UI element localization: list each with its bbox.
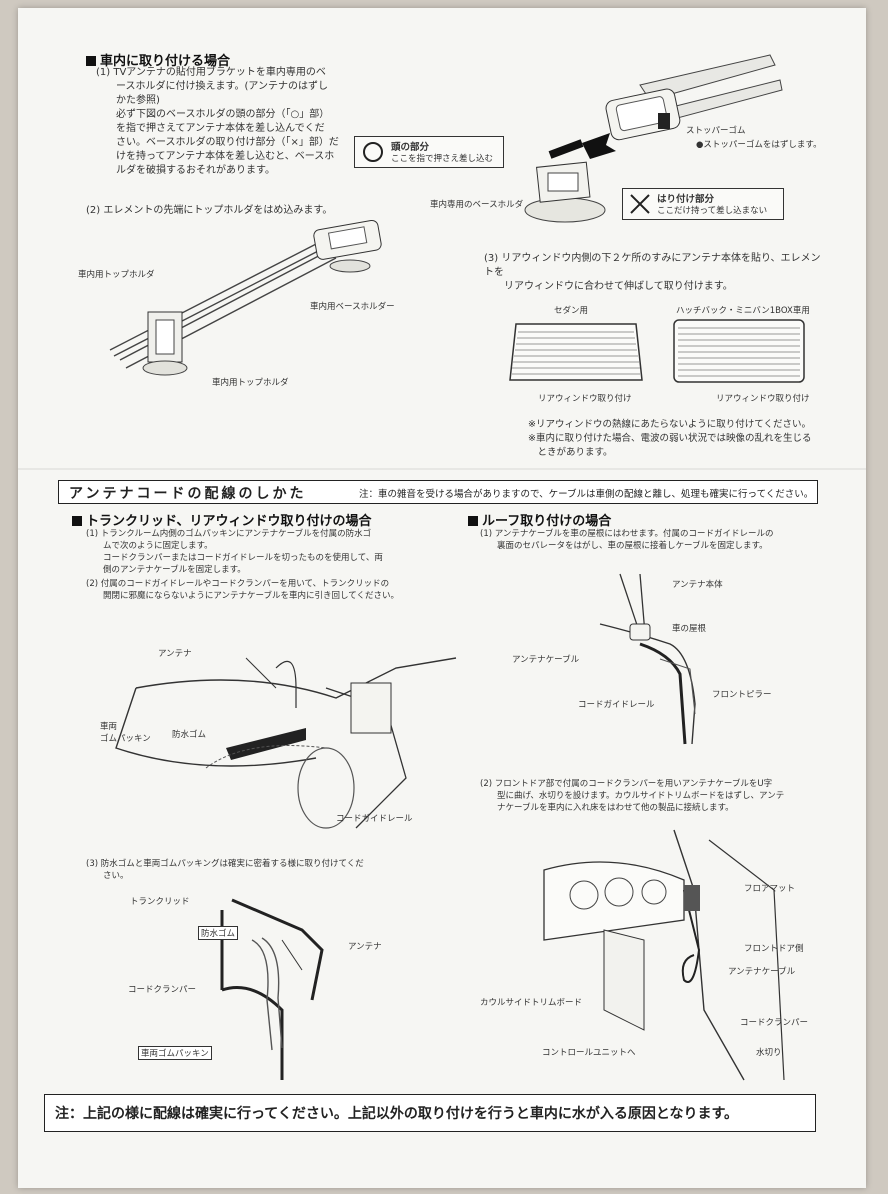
trunk-lid-label: トランクリッド: [130, 897, 190, 907]
roof-roof-label: 車の屋根: [672, 624, 707, 634]
front-door-label: フロントドア側: [744, 944, 804, 954]
roof-guide-rail-label: コードガイドレール: [578, 700, 655, 710]
section-heading-trunk: トランクリッド、リアウィンドウ取り付けの場合: [72, 510, 371, 529]
note-weak-signal: ※車内に取り付けた場合、電波の弱い状況では映像の乱れを生じる ときがあります。: [528, 433, 812, 458]
cowl-trim-label: カウルサイドトリムボード: [480, 998, 583, 1008]
roof-cable-label: アンテナケーブル: [512, 655, 580, 665]
roof-step-2: (2) フロントドア部で付属のコードクランパーを用いアンテナケーブルをU字 型に…: [480, 779, 785, 813]
head-part-box: 頭の部分 ここを指で押さえ差し込む: [354, 136, 504, 168]
note-heating-wire: ※リアウィンドウの熱線にあたらないように取り付けてください。: [528, 419, 811, 430]
base-holder-caption: 車内専用のベースホルダ: [430, 200, 524, 210]
trunk-gasket-label-2: 車両ゴムパッキン: [138, 1046, 212, 1060]
trunk-waterproof-label-2: 防水ゴム: [198, 926, 239, 940]
roof-front-pillar-label: フロントピラー: [712, 690, 772, 700]
trunk-waterproof-label: 防水ゴム: [172, 730, 207, 740]
hatchback-rear-window-illustration: [673, 319, 805, 383]
stopper-note: ●ストッパーゴムをはずします。: [696, 140, 822, 150]
trunk-gasket-label: 車両 ゴムパッキン: [100, 722, 151, 744]
wiring-section-banner: アンテナコードの配線のしかた 注：車の雑音を受ける場合がありますので、ケーブルは…: [58, 480, 818, 504]
step-3-text: (3) リアウィンドウ内側の下２ケ所のすみにアンテナ本体を貼り、エレメントを リ…: [484, 253, 821, 292]
rear-mount-label-1: リアウィンドウ取り付け: [538, 394, 632, 404]
trunk-guide-rail-label: コードガイドレール: [336, 814, 413, 824]
holder-assembly-illustration: [109, 219, 382, 376]
trunk-wiring-illustration: [115, 657, 457, 829]
base-holder-illustration: [524, 54, 783, 223]
trunk-step-3: (3) 防水ゴムと車両ゴムパッキングは確実に密着する様に取り付けてくだ さい。: [86, 859, 364, 881]
attach-part-title: はり付け部分: [657, 194, 715, 205]
section-heading-in-car: 車内に取り付ける場合: [86, 50, 230, 69]
trunk-lid-seal-illustration: [220, 898, 324, 1080]
stopper-label: ストッパーゴム: [686, 126, 746, 136]
top-holder-label-2: 車内用トップホルダ: [212, 378, 289, 388]
wiring-section-title: アンテナコードの配線のしかた: [69, 486, 307, 502]
circle-mark-icon: [363, 142, 383, 162]
sedan-label: セダン用: [554, 306, 589, 316]
hatchback-label: ハッチバック・ミニバン1BOX車用: [676, 306, 810, 316]
step-1-text: (1) TVアンテナの貼付用ブラケットを車内専用のベ ースホルダに付け換えます。…: [96, 67, 339, 176]
step-2-text: (2) エレメントの先端にトップホルダをはめ込みます。: [86, 205, 333, 216]
head-part-desc: ここを指で押さえ差し込む: [391, 154, 494, 164]
control-unit-label: コントロールユニットへ: [542, 1048, 636, 1058]
front-door-wiring-illustration: [543, 829, 785, 1081]
sedan-rear-window-illustration: [509, 323, 643, 381]
floor-mat-label: フロアマット: [744, 884, 796, 894]
trunk-antenna-label-2: アンテナ: [348, 942, 382, 952]
roof-cable-label-2: アンテナケーブル: [728, 967, 796, 977]
attach-part-desc: ここだけ持って差し込まない: [657, 206, 768, 216]
paper-fold: [18, 468, 866, 470]
roof-clamper-label: コードクランパー: [740, 1018, 809, 1028]
top-holder-label-1: 車内用トップホルダ: [78, 270, 155, 280]
roof-step-1: (1) アンテナケーブルを車の屋根にはわせます。付属のコードガイドレールの 裏面…: [480, 529, 774, 551]
bottom-warning-box: 注：上記の様に配線は確実に行ってください。上記以外の取り付けを行うと車内に水が入…: [44, 1094, 816, 1132]
trunk-clamper-label: コードクランパー: [128, 985, 197, 995]
base-holder-label-2: 車内用ベースホルダー: [310, 302, 395, 312]
rear-mount-label-2: リアウィンドウ取り付け: [716, 394, 810, 404]
roof-antenna-body-label: アンテナ本体: [672, 580, 723, 590]
section-heading-roof: ルーフ取り付けの場合: [468, 510, 611, 529]
bottom-warning-text: 注：上記の様に配線は確実に行ってください。上記以外の取り付けを行うと車内に水が入…: [55, 1106, 739, 1122]
cross-mark-icon: [630, 194, 650, 214]
drip-label: 水切り: [756, 1048, 782, 1058]
roof-wiring-illustration: [599, 573, 696, 745]
head-part-title: 頭の部分: [391, 142, 430, 153]
trunk-antenna-label: アンテナ: [158, 649, 192, 659]
wiring-section-note: 注：車の雑音を受ける場合がありますので、ケーブルは車側の配線と離し、処理も確実に…: [359, 489, 814, 500]
trunk-step-1: (1) トランクルーム内側のゴムパッキンにアンテナケーブルを付属の防水ゴ ムで次…: [86, 529, 383, 575]
trunk-step-2: (2) 付属のコードガイドレールやコードクランパーを用いて、トランクリッドの 開…: [86, 579, 399, 601]
attach-part-box: はり付け部分 ここだけ持って差し込まない: [622, 188, 784, 220]
